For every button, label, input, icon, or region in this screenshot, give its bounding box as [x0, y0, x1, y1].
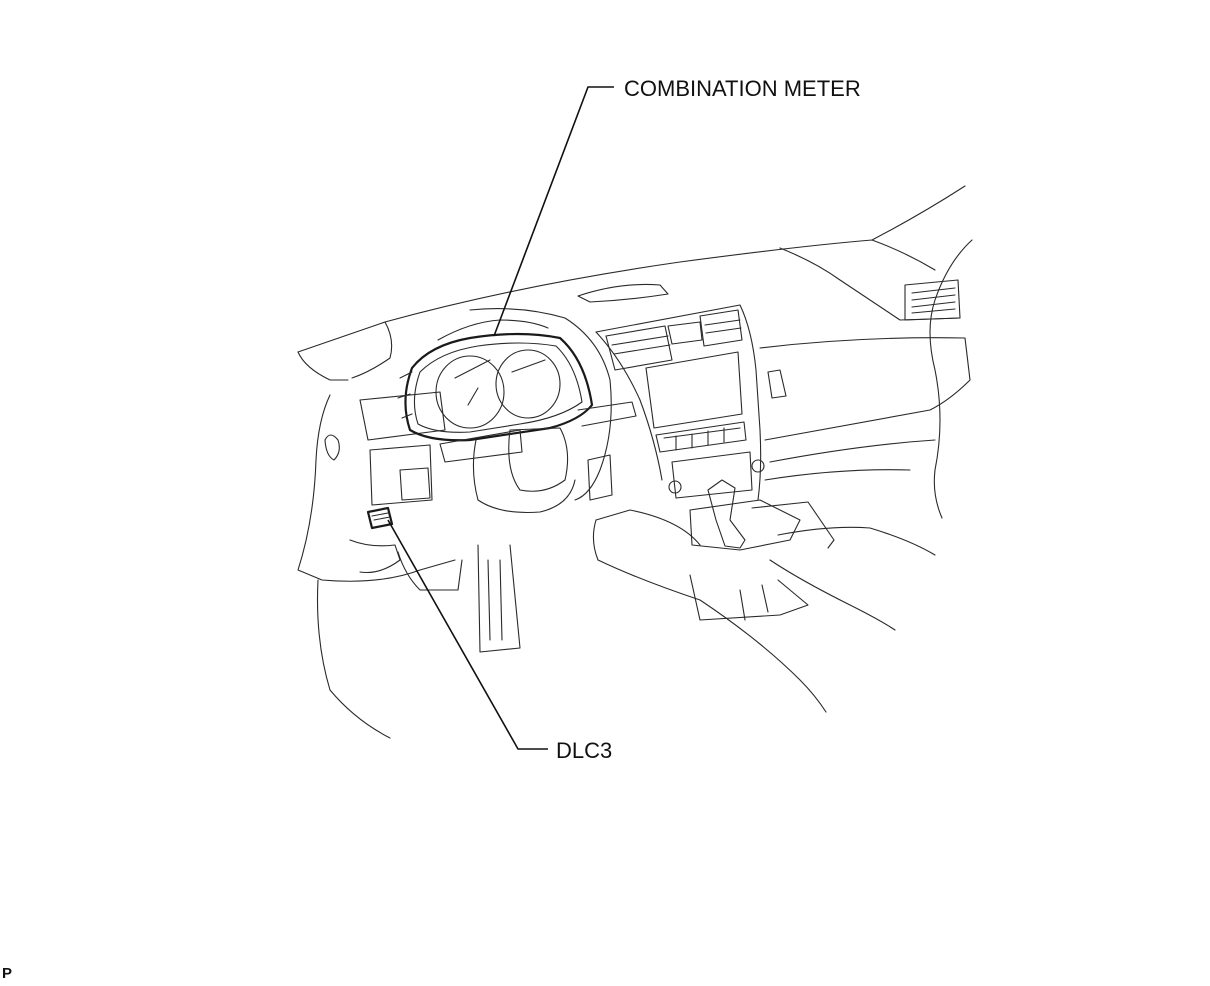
- figure-code: P: [2, 965, 13, 982]
- dlc3-connector: [366, 506, 394, 530]
- combination-meter-leader-line: [493, 86, 614, 337]
- dlc3-leader-line: [387, 519, 548, 750]
- steering-wheel: [439, 308, 637, 653]
- shift-console: [689, 479, 835, 621]
- combination-meter: [397, 319, 594, 442]
- combination-meter-label: COMBINATION METER: [624, 76, 861, 101]
- windshield-outline: [871, 185, 973, 519]
- center-console: [595, 304, 765, 501]
- dashboard-top: [297, 239, 961, 381]
- left-dash-panel: [297, 391, 463, 739]
- seat-outline: [592, 509, 936, 713]
- dlc3-label: DLC3: [556, 738, 613, 763]
- right-dash: [759, 337, 971, 481]
